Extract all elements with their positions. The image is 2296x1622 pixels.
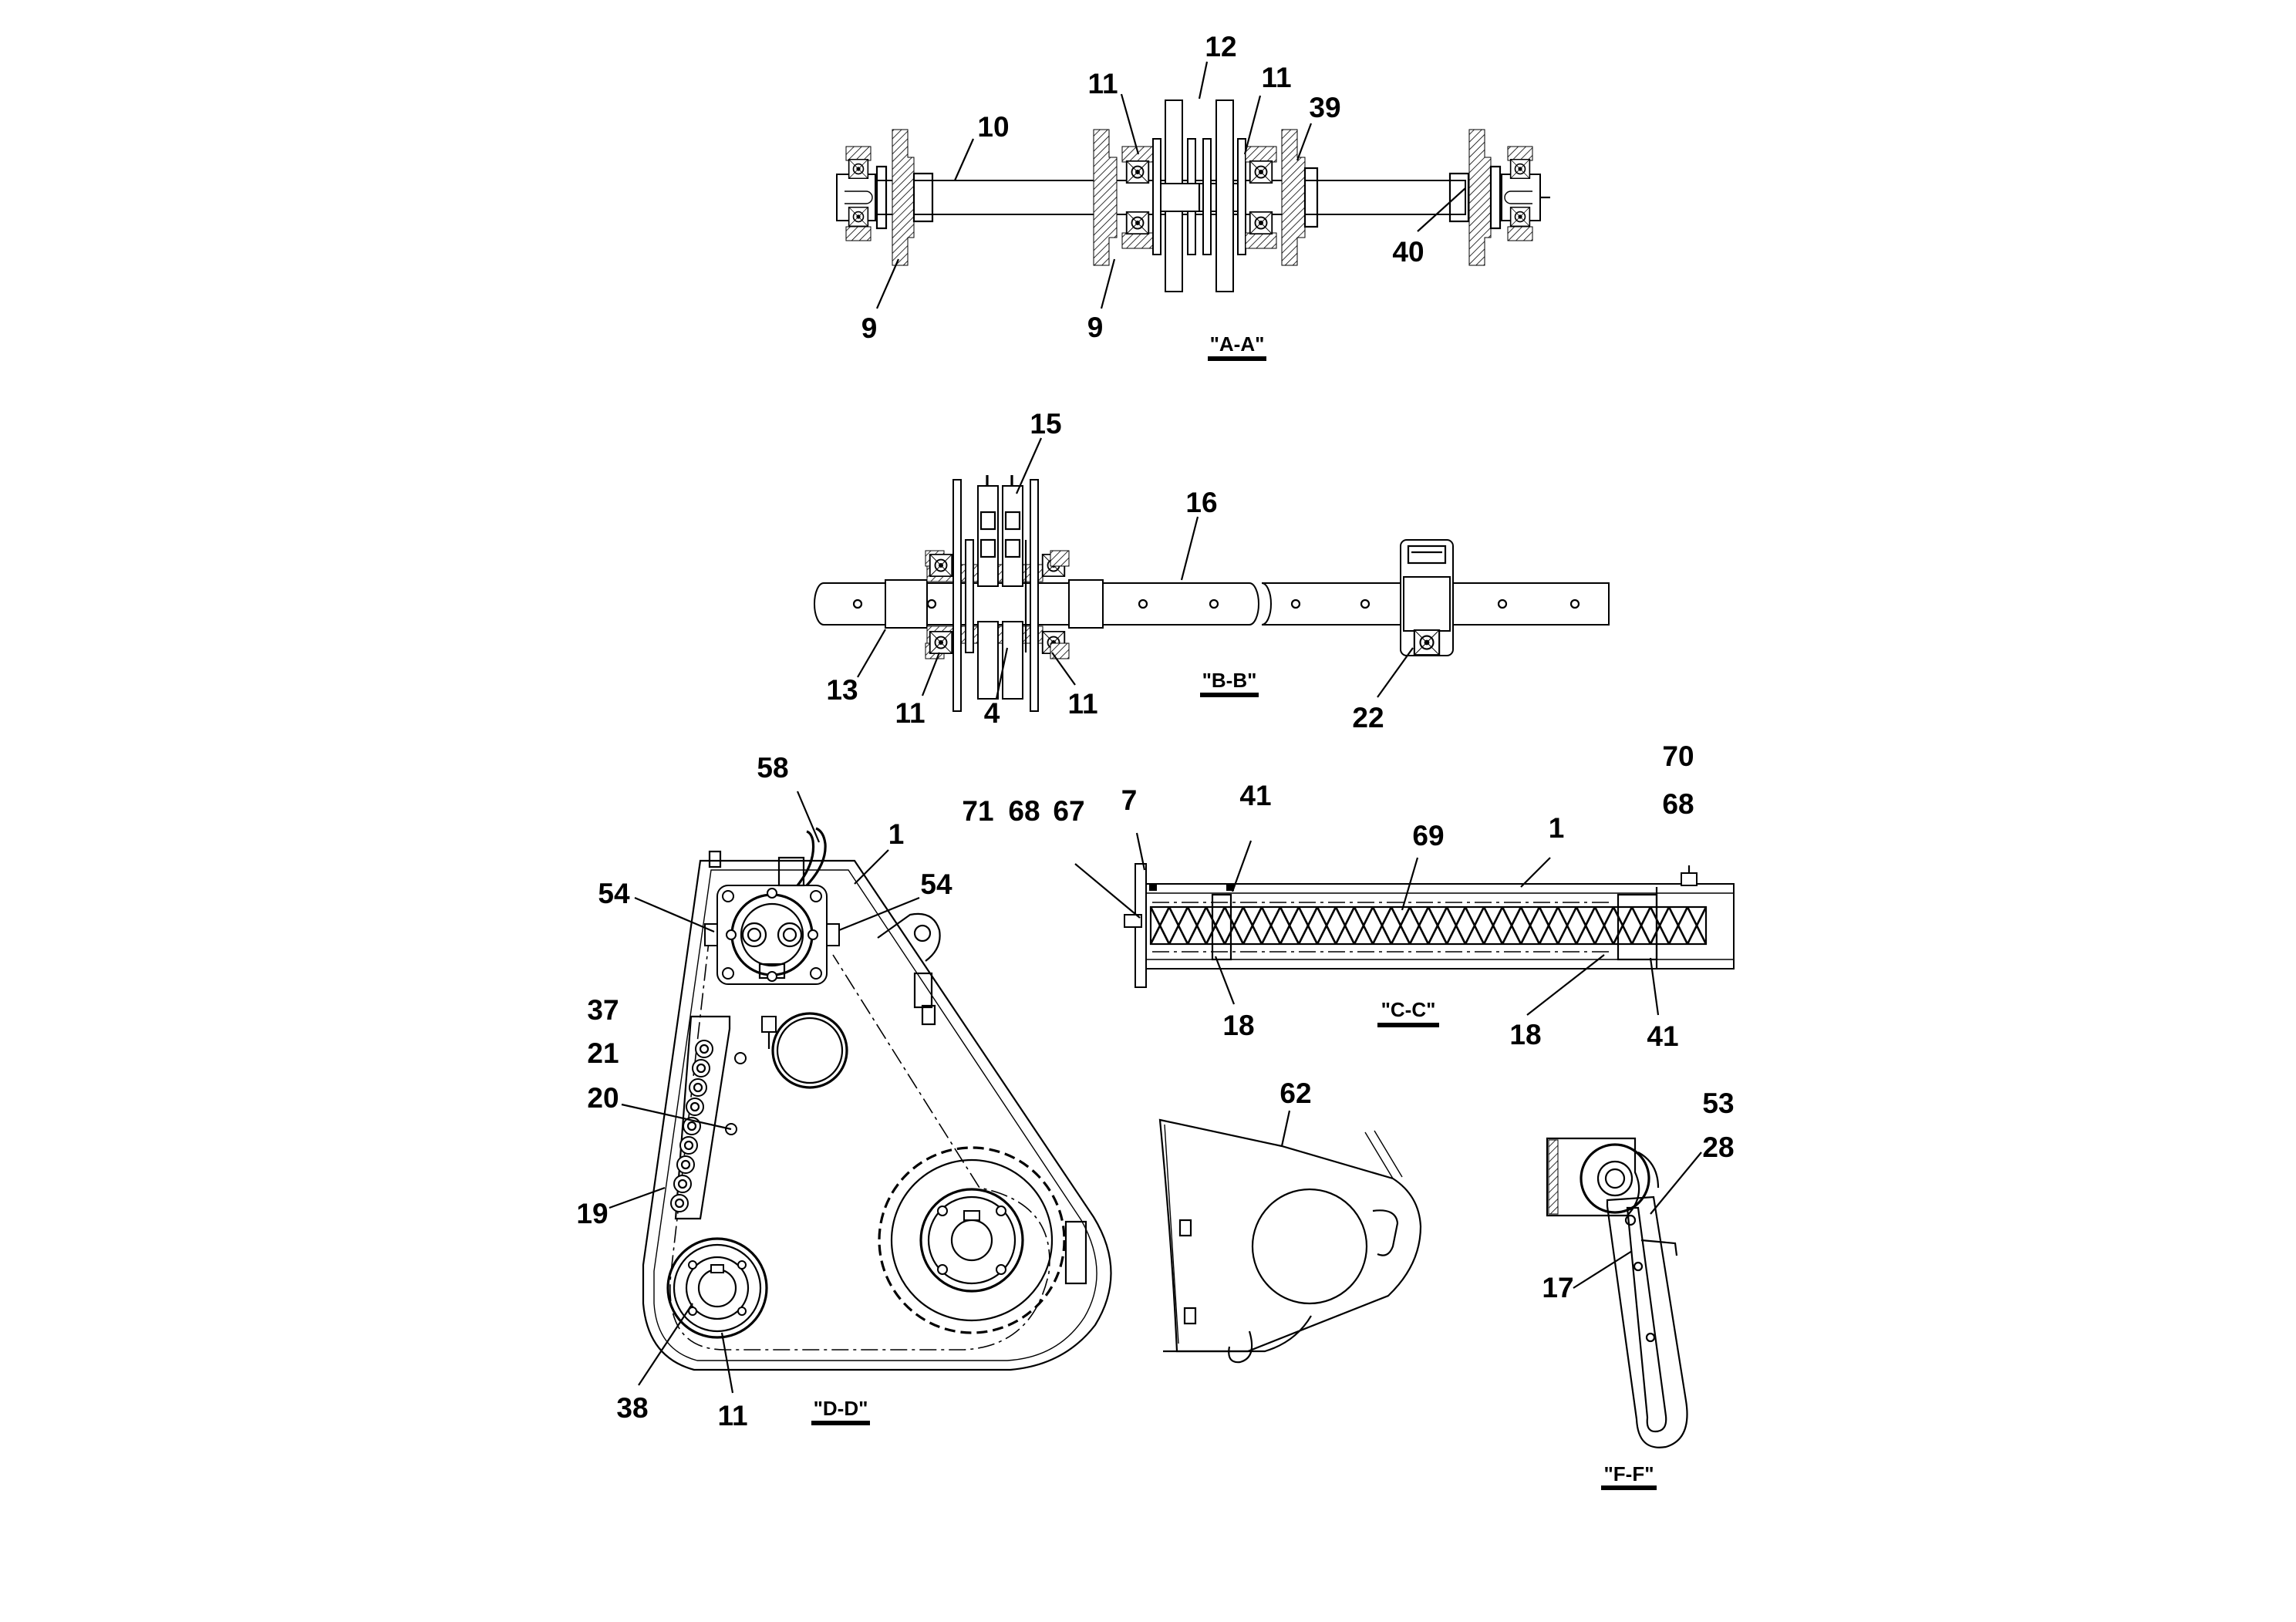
cc-callout-1: 1 [1549,812,1565,844]
cc-callout-18-left: 18 [1222,1010,1254,1041]
cc-callout-67: 67 [1053,795,1084,827]
dd-callout-19: 19 [576,1198,608,1229]
dd-callout-11: 11 [717,1400,747,1431]
cc-callout-18-right: 18 [1509,1019,1541,1050]
cc-callout-7: 7 [1121,784,1138,816]
ff-callout-17: 17 [1542,1272,1573,1303]
aa-callout-10: 10 [977,111,1009,143]
view-label-aa: "A-A" [1210,332,1265,356]
aa-callout-11-left: 11 [1087,68,1118,99]
dd-callout-54-right: 54 [920,868,952,900]
dd-small-sprocket [666,1237,768,1339]
dd-callout-21: 21 [587,1037,619,1069]
aa-callout-11-right: 11 [1261,62,1291,93]
ff-callout-53: 53 [1702,1088,1734,1119]
guard-callout-62: 62 [1279,1077,1311,1109]
view-label-cc: "C-C" [1381,998,1436,1021]
bb-callout-16: 16 [1185,487,1217,518]
dd-callout-20: 20 [587,1082,619,1114]
view-label-ff: "F-F" [1603,1462,1654,1485]
ff-idler [1580,1143,1650,1214]
dd-housing [642,859,1112,1371]
dd-callout-54-left: 54 [598,878,630,909]
cc-callout-69: 69 [1412,820,1444,851]
aa-callout-9-center: 9 [1087,312,1104,343]
section-cc: 70 68 71 68 67 7 41 69 1 18 18 41 "C-C" [962,740,1735,1052]
section-dd: 58 1 54 54 37 21 20 19 38 11 "D-D" [576,752,1112,1431]
chain-guard: 62 [1158,1077,1422,1364]
cc-callout-68-left: 68 [1008,795,1040,827]
section-ff: 53 28 17 "F-F" [1542,1088,1735,1490]
bb-callout-22: 22 [1352,702,1384,733]
bb-callout-13: 13 [826,674,858,706]
guard-outline [1158,1118,1422,1353]
cc-callout-71: 71 [962,795,993,827]
bb-callout-4: 4 [984,697,1000,729]
aa-callout-40: 40 [1392,236,1424,268]
cc-callout-41-top: 41 [1239,780,1271,811]
bb-callout-11-right: 11 [1067,688,1097,720]
dd-callout-37: 37 [587,994,619,1026]
view-label-dd: "D-D" [814,1397,868,1420]
cc-callout-41-bottom: 41 [1647,1020,1678,1052]
dd-large-sprocket [878,1146,1066,1334]
cc-callout-68-right: 68 [1662,788,1694,820]
dd-chain [670,1040,713,1212]
ff-arm [1606,1195,1688,1448]
aa-callout-12: 12 [1205,31,1236,62]
bb-callout-15: 15 [1030,408,1061,440]
dd-callout-58: 58 [757,752,788,784]
cc-tube [1145,883,1735,969]
aa-callout-9-left: 9 [861,312,878,344]
view-label-bb: "B-B" [1202,669,1257,692]
section-bb: 15 16 13 11 4 11 22 "B-B" [814,408,1610,733]
bb-callout-11-left: 11 [895,697,925,729]
cc-callout-70: 70 [1662,740,1694,772]
dd-callout-38: 38 [616,1392,648,1424]
ff-callout-28: 28 [1702,1131,1734,1163]
aa-callout-39: 39 [1309,92,1340,123]
dd-callout-1: 1 [888,818,905,850]
section-aa: 12 11 11 10 39 40 9 9 "A-A" [836,31,1550,361]
